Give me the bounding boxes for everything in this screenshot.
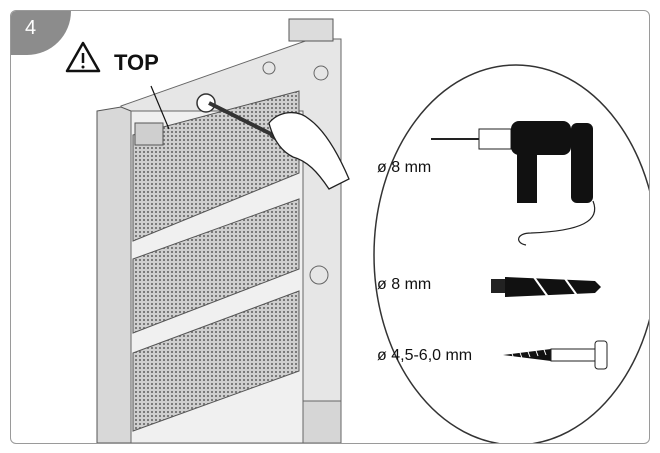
drill-diameter-label: ø 8 mm — [377, 159, 432, 176]
warning-triangle-icon — [65, 41, 101, 73]
ventilation-panel-bottom — [132, 290, 300, 432]
screw-icon — [503, 340, 608, 370]
mounting-hole — [196, 93, 216, 113]
instruction-panel: 4 TOP ø 8 mm ø 8 mm ø 4,5-6,0 mm — [10, 10, 650, 444]
enclosure-illustration — [65, 18, 649, 443]
screw-diameter-label: ø 4,5-6,0 mm — [377, 347, 473, 364]
detail-bubble — [373, 64, 649, 443]
ventilation-panel-middle — [132, 198, 300, 334]
wall-plug-icon — [491, 272, 601, 302]
drill-icon — [431, 121, 596, 246]
top-label: TOP — [114, 50, 159, 75]
hand-icon — [268, 112, 350, 190]
top-pointer-line — [150, 85, 170, 130]
step-number: 4 — [25, 17, 37, 39]
plug-diameter-label: ø 8 mm — [377, 276, 432, 293]
hinge — [134, 122, 164, 146]
